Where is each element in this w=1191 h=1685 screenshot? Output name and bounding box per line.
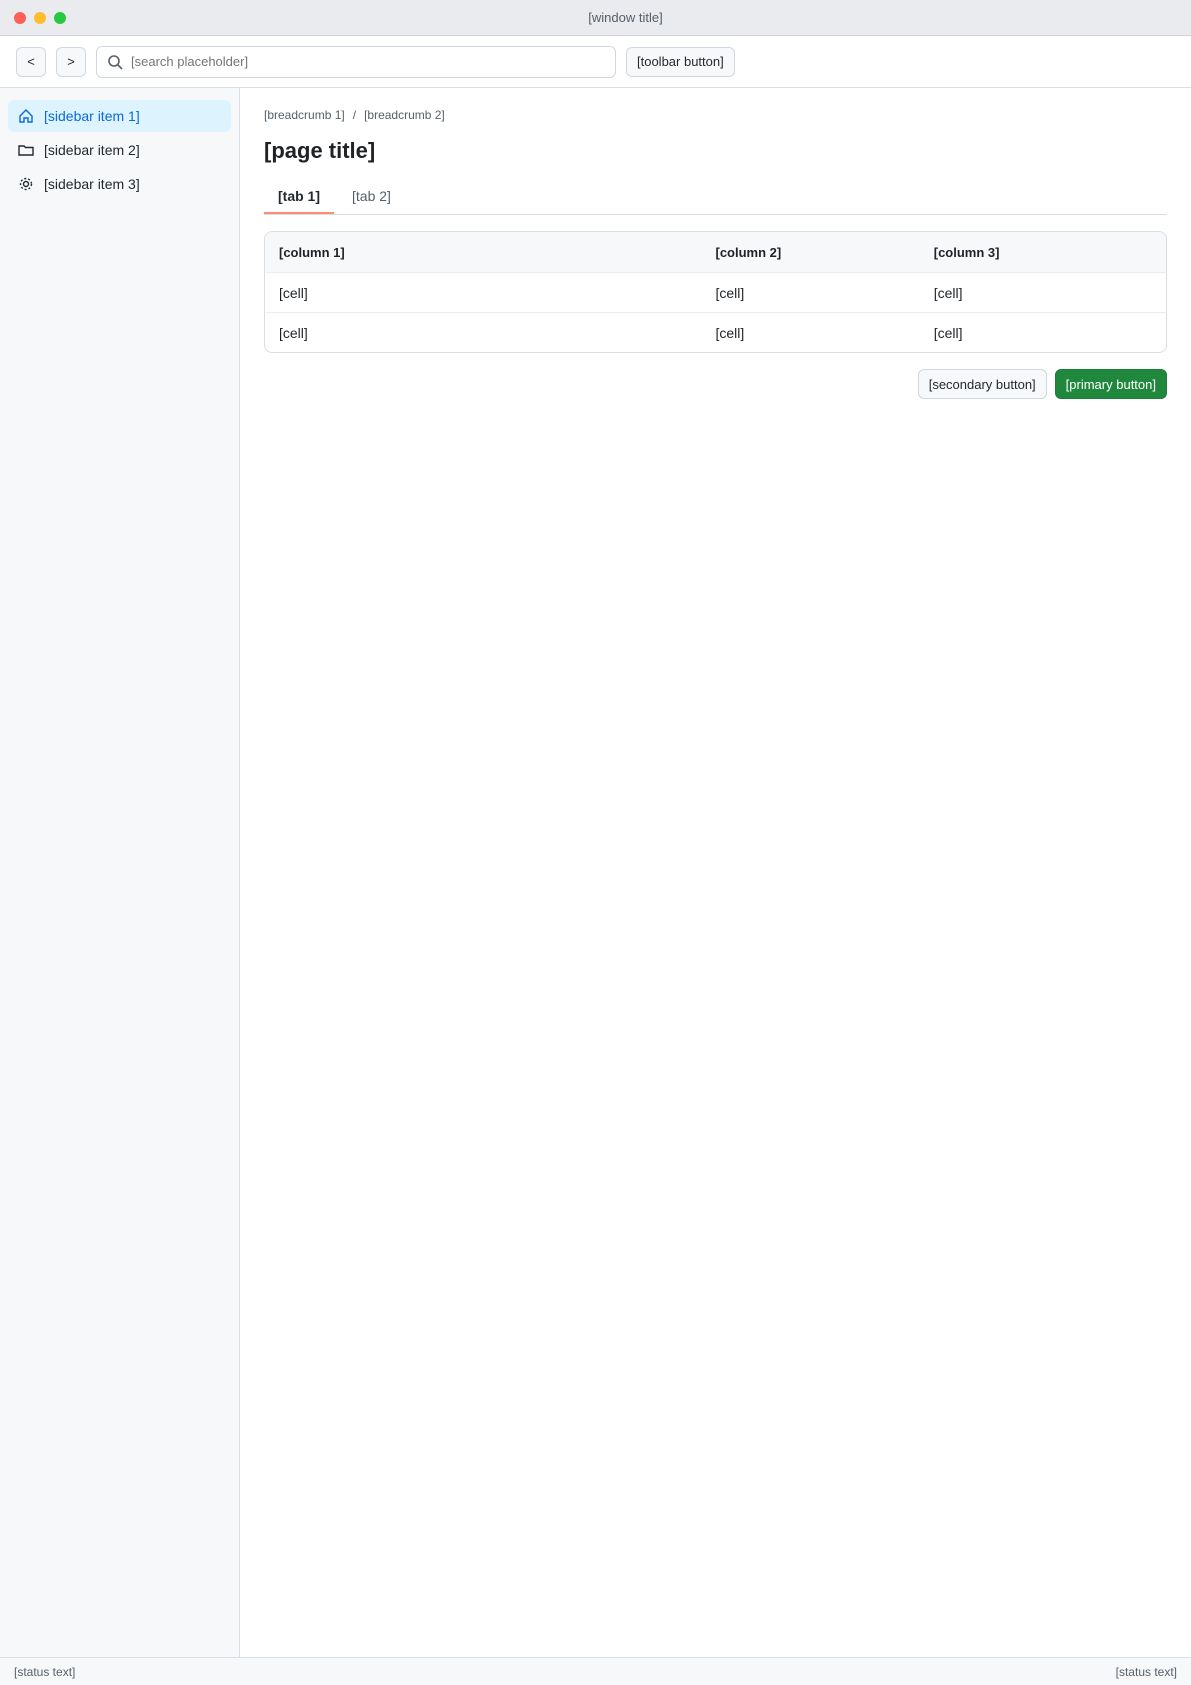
sidebar-item-1[interactable]: [sidebar item 1] (8, 100, 231, 132)
sidebar-item-label: [sidebar item 3] (44, 176, 140, 192)
search-input[interactable] (131, 54, 605, 69)
minimize-window-button[interactable] (34, 12, 46, 24)
maximize-window-button[interactable] (54, 12, 66, 24)
toolbar: < > [toolbar button] (0, 36, 1191, 88)
sidebar-item-label: [sidebar item 2] (44, 142, 140, 158)
column-header[interactable]: [column 1] (279, 245, 716, 260)
home-icon (18, 108, 34, 124)
primary-button[interactable]: [primary button] (1055, 369, 1167, 399)
breadcrumb-link[interactable]: [breadcrumb 1] (264, 108, 345, 122)
main-panel: [breadcrumb 1] / [breadcrumb 2] [page ti… (240, 88, 1191, 1657)
status-bar: [status text] [status text] (0, 1657, 1191, 1685)
forward-button[interactable]: > (56, 47, 86, 77)
table-header: [column 1] [column 2] [column 3] (265, 232, 1166, 272)
sidebar-item-3[interactable]: [sidebar item 3] (8, 168, 231, 200)
back-button[interactable]: < (16, 47, 46, 77)
close-window-button[interactable] (14, 12, 26, 24)
sidebar-item-2[interactable]: [sidebar item 2] (8, 134, 231, 166)
table-cell: [cell] (279, 285, 716, 301)
breadcrumb: [breadcrumb 1] / [breadcrumb 2] (264, 108, 1167, 122)
sidebar-item-label: [sidebar item 1] (44, 108, 140, 124)
table-cell: [cell] (279, 325, 716, 341)
column-header[interactable]: [column 2] (716, 245, 934, 260)
tab-bar: [tab 1] [tab 2] (264, 180, 1167, 215)
sidebar: [sidebar item 1] [sidebar item 2] [sideb… (0, 88, 240, 1657)
tab-2[interactable]: [tab 2] (338, 180, 405, 214)
table-cell: [cell] (716, 325, 934, 341)
table-row[interactable]: [cell] [cell] [cell] (265, 272, 1166, 312)
table-row[interactable]: [cell] [cell] [cell] (265, 312, 1166, 352)
data-table: [column 1] [column 2] [column 3] [cell] … (264, 231, 1167, 353)
title-bar: [window title] (0, 0, 1191, 36)
table-cell: [cell] (716, 285, 934, 301)
tab-1[interactable]: [tab 1] (264, 180, 334, 214)
table-cell: [cell] (934, 325, 1152, 341)
content-area: [sidebar item 1] [sidebar item 2] [sideb… (0, 88, 1191, 1657)
action-bar: [secondary button] [primary button] (264, 369, 1167, 399)
status-text-right: [status text] (1116, 1665, 1177, 1679)
secondary-button[interactable]: [secondary button] (918, 369, 1047, 399)
gear-icon (18, 176, 34, 192)
search-icon (107, 54, 123, 70)
breadcrumb-current: [breadcrumb 2] (364, 108, 445, 122)
status-text-left: [status text] (14, 1665, 75, 1679)
table-cell: [cell] (934, 285, 1152, 301)
window-title: [window title] (74, 10, 1177, 25)
page-title: [page title] (264, 138, 1167, 164)
breadcrumb-separator: / (353, 108, 356, 122)
toolbar-action-button[interactable]: [toolbar button] (626, 47, 735, 77)
column-header[interactable]: [column 3] (934, 245, 1152, 260)
folder-icon (18, 142, 34, 158)
search-box (96, 46, 616, 78)
